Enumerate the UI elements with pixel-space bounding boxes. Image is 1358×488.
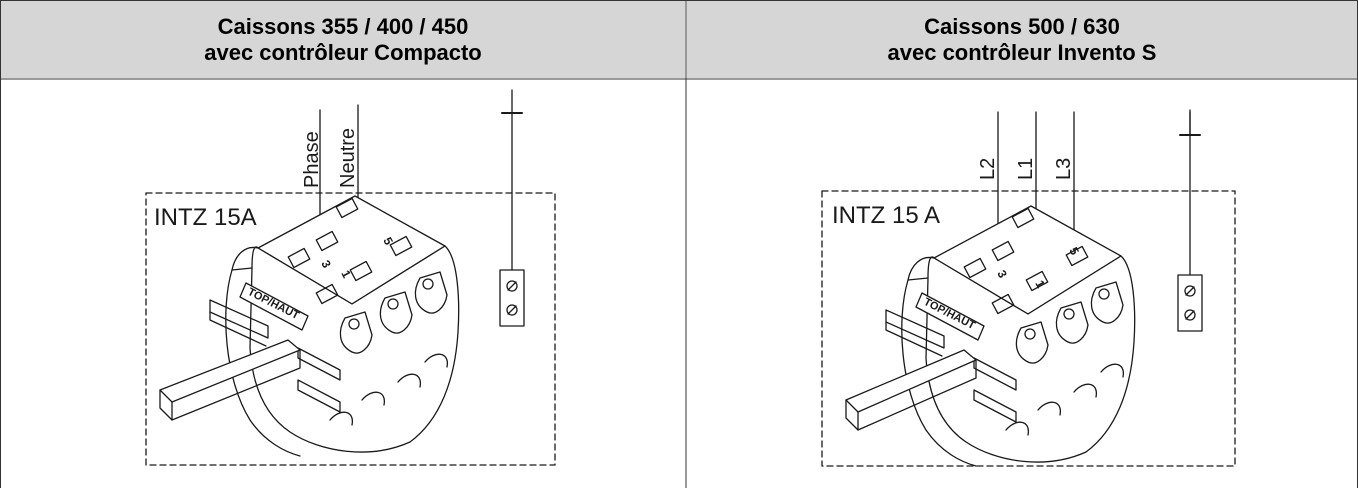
wire-label-neutre: Neutre xyxy=(337,128,359,188)
column-title-line1: Caissons 500 / 630 xyxy=(924,13,1120,39)
column-header-left: Caissons 355 / 400 / 450 avec contrôleur… xyxy=(1,1,685,78)
rotary-switch-icon xyxy=(845,205,1136,467)
wire-label-l3: L3 xyxy=(1053,158,1075,180)
wiring-diagram-left: Phase Neutre INTZ 15A 3 1 5 TOP/HAUT xyxy=(145,89,556,466)
ground-terminal-block-icon xyxy=(1177,274,1203,332)
wire-label-phase: Phase xyxy=(301,131,323,188)
rotary-switch-icon xyxy=(159,195,460,457)
wiring-diagram-right: L2 L1 L3 INTZ 15 A 3 1 5 TOP/HAUT xyxy=(821,109,1236,467)
dashed-enclosure xyxy=(821,190,1236,467)
column-title-line1: Caissons 355 / 400 / 450 xyxy=(217,13,469,39)
earth-symbol-icon xyxy=(501,89,523,114)
column-title-line2: avec contrôleur Invento S xyxy=(887,39,1157,65)
earth-symbol-icon xyxy=(1179,111,1201,136)
column-header-right: Caissons 500 / 630 avec contrôleur Inven… xyxy=(687,1,1357,78)
switch-model-label: INTZ 15 A xyxy=(832,202,940,229)
wire-label-l1: L1 xyxy=(1015,158,1037,180)
dashed-enclosure xyxy=(145,192,556,466)
column-title-line2: avec contrôleur Compacto xyxy=(204,39,482,65)
ground-terminal-block-icon xyxy=(499,269,525,327)
wire-label-l2: L2 xyxy=(977,158,999,180)
switch-model-label: INTZ 15A xyxy=(154,204,257,231)
